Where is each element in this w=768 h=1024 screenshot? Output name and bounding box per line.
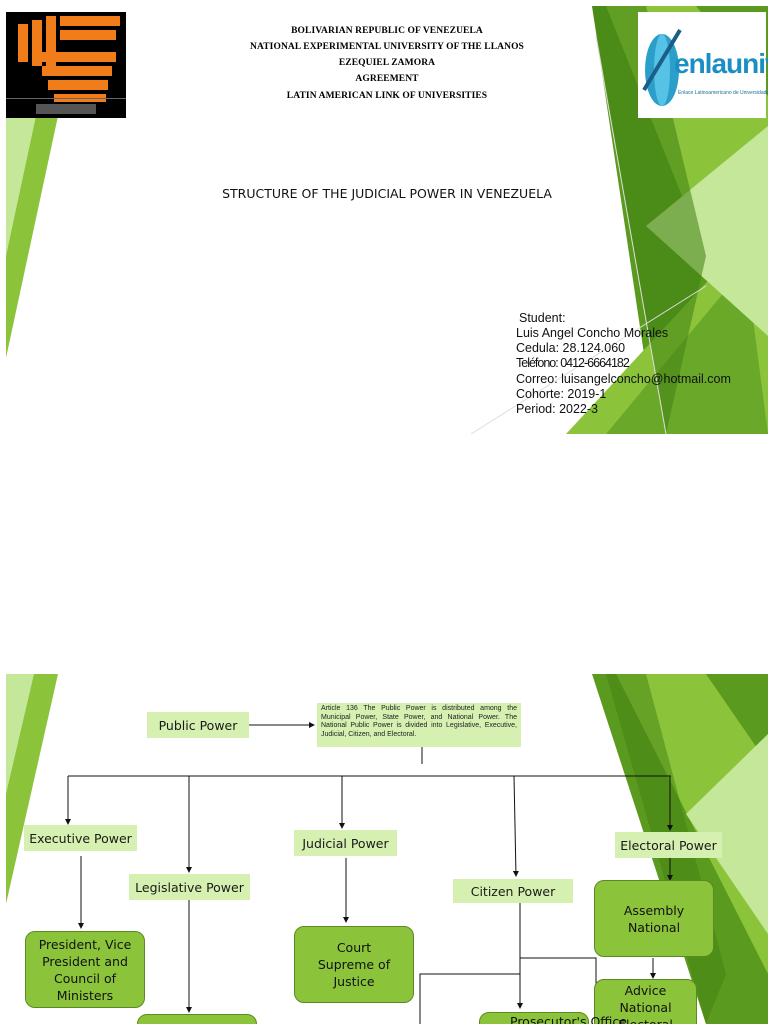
student-cohorte: Cohorte: 2019-1	[516, 387, 607, 401]
header-line-1: BOLIVARIAN REPUBLIC OF VENEZUELA	[291, 26, 483, 36]
enlauniv-wordmark: enlauniv	[674, 48, 768, 79]
slide-title: STRUCTURE OF THE JUDICIAL POWER IN VENEZ…	[222, 186, 552, 201]
president-box: President, Vice President and Council of…	[25, 931, 145, 1008]
header-line-3: EZEQUIEL ZAMORA	[338, 58, 436, 68]
public-power-label: Public Power	[147, 712, 249, 738]
right-ribbon-bottom-dark	[606, 266, 768, 434]
right-ribbon-light	[646, 126, 768, 336]
judicial-power-label: Judicial Power	[294, 830, 397, 856]
prosecutor-box: Prosecutor's Office	[479, 1012, 627, 1024]
header-line-2: NATIONAL EXPERIMENTAL UNIVERSITY OF THE …	[250, 42, 524, 52]
globe-icon	[642, 28, 682, 106]
legislative-power-label: Legislative Power	[129, 874, 250, 900]
student-name: Luis Angel Concho Morales	[516, 326, 669, 340]
advice-box: Advice National Electoral	[594, 979, 697, 1024]
slide-org-chart: Public Power Article 136 The Public Powe…	[6, 674, 768, 1024]
executive-power-label: Executive Power	[24, 825, 137, 851]
court-box: Court Supreme of Justice	[294, 926, 414, 1003]
university-logo	[6, 12, 126, 118]
thin-line-2	[470, 285, 707, 434]
student-period: Period: 2022-3	[516, 402, 599, 416]
student-telefono: Teléfono: 0412-6664182	[516, 356, 630, 370]
student-label: Student:	[519, 311, 566, 325]
left-ribbon-light	[6, 116, 36, 256]
student-correo: Correo: luisangelconcho@hotmail.com	[516, 372, 731, 386]
header-line-5: LATIN AMERICAN LINK OF UNIVERSITIES	[286, 91, 488, 101]
slide-cover: enlauniv Enlace Latinoamericano de Unive…	[6, 6, 768, 434]
header-line-4: AGREEMENT	[355, 74, 419, 84]
assembly-box: Assembly National	[594, 880, 714, 957]
article-136-note: Article 136 The Public Power is distribu…	[317, 703, 521, 747]
legislative-child-box	[137, 1014, 257, 1024]
left-ribbon-light-2	[6, 674, 34, 794]
student-cedula: Cedula: 28.124.060	[516, 341, 626, 355]
citizen-power-label: Citizen Power	[453, 879, 573, 903]
right-ribbon-shadow	[592, 6, 706, 434]
enlauniv-logo: enlauniv Enlace Latinoamericano de Unive…	[638, 12, 768, 118]
thin-line	[595, 35, 667, 434]
right-ribbon-light-2	[686, 734, 768, 934]
enlauniv-subtext: Enlace Latinoamericano de Universidades	[678, 90, 768, 96]
electoral-power-label: Electoral Power	[615, 832, 722, 858]
university-logo-icon	[6, 16, 126, 114]
